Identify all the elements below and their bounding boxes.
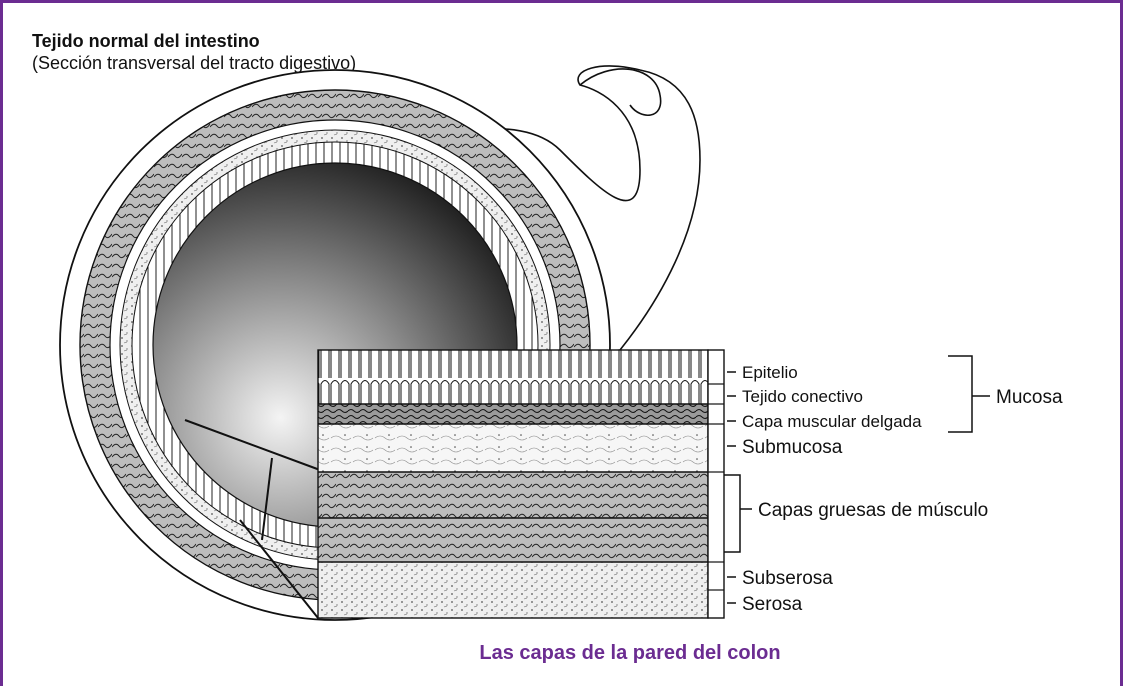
label-epitelio: Epitelio — [742, 363, 798, 382]
label-tejido-conectivo: Tejido conectivo — [742, 387, 863, 406]
mucosa-bracket — [948, 356, 972, 432]
layer-muscle-lower — [318, 518, 708, 562]
layer-submucosa — [318, 424, 708, 472]
layer-serosa — [318, 562, 708, 618]
layer-block — [318, 350, 724, 618]
figure-caption: Las capas de la pared del colon — [420, 642, 840, 665]
label-subserosa: Subserosa — [742, 568, 833, 589]
layer-capa-muscular-delgada — [318, 404, 708, 424]
layer-muscle-upper — [318, 472, 708, 518]
label-serosa: Serosa — [742, 594, 803, 615]
label-submucosa: Submucosa — [742, 437, 843, 458]
layer-epitelio — [318, 350, 708, 404]
label-mucosa: Mucosa — [996, 387, 1063, 408]
muscle-bracket — [724, 475, 740, 552]
label-capas-gruesas: Capas gruesas de músculo — [758, 500, 988, 521]
label-capa-muscular-delgada: Capa muscular delgada — [742, 412, 922, 431]
